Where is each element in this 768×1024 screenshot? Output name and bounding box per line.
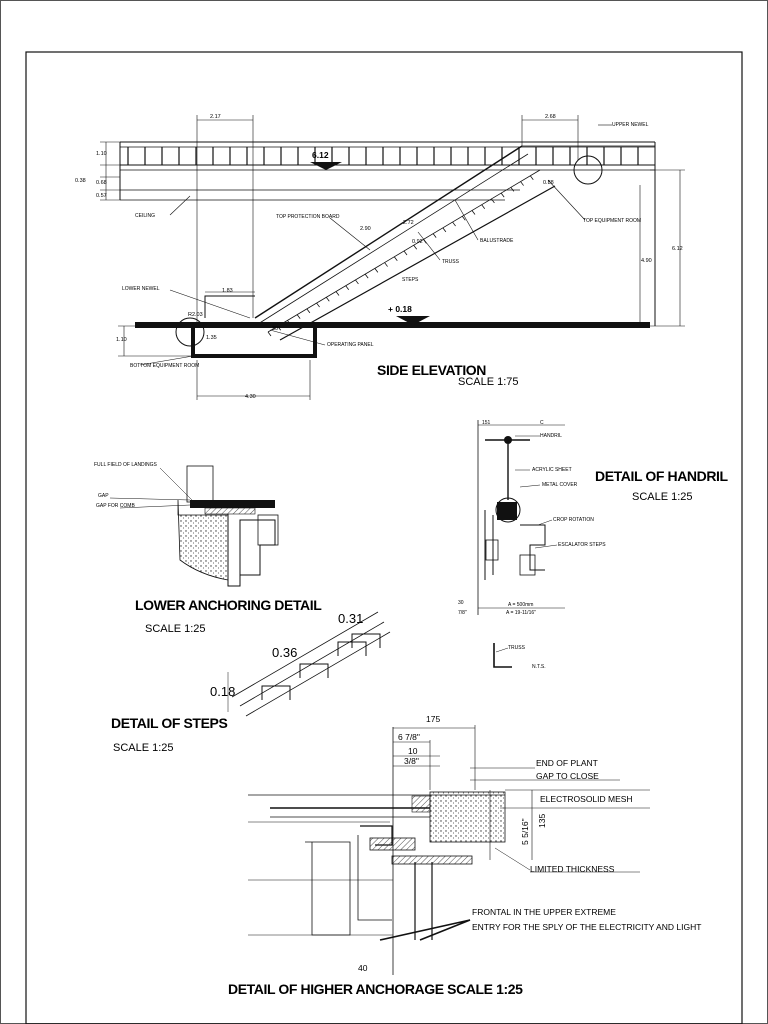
- dim-handrail-top-a: 151: [482, 420, 491, 426]
- label-top-equipment: TOP EQUIPMENT ROOM: [583, 218, 641, 224]
- label-balustrade: BALUSTRADE: [480, 238, 514, 244]
- dim-tread: 0.36: [272, 645, 297, 660]
- label-frontal: FRONTAL IN THE UPPER EXTREME: [472, 907, 616, 917]
- upper-level: 6.12: [312, 150, 329, 160]
- dim-d3: 0.92: [412, 239, 423, 245]
- dim-riser: 0.18: [210, 684, 235, 699]
- label-handrail-truss: TRUSS: [508, 645, 526, 651]
- dim-top-right: 2.68: [545, 114, 556, 120]
- lower-anchoring-detail: FULL FIELD OF LANDINGS GAP GAP FOR COMB …: [94, 462, 323, 635]
- dim-d5: 1.83: [222, 288, 233, 294]
- label-handrail: HANDRIL: [540, 433, 562, 439]
- label-limited-thickness: LIMITED THICKNESS: [530, 864, 615, 874]
- label-bottom-equipment: BOTTOM EQUIPMENT ROOM: [130, 363, 199, 369]
- label-acrylic-sheet: ACRYLIC SHEET: [532, 467, 572, 473]
- label-entry: ENTRY FOR THE SPLY OF THE ELECTRICITY AN…: [472, 922, 701, 932]
- lower-anchoring-scale: SCALE 1:25: [145, 623, 206, 635]
- label-full-field: FULL FIELD OF LANDINGS: [94, 462, 158, 468]
- dim-rise: 6.12: [672, 246, 683, 252]
- label-top-protection: TOP PROTECTION BOARD: [276, 214, 340, 220]
- dim-pit: 1.10: [116, 337, 127, 343]
- dim-handrail-side-a: 30: [458, 600, 464, 606]
- dim-h3: 0.68: [96, 180, 107, 186]
- steps-detail: 0.31 0.36 0.18 DETAIL OF STEPS SCALE 1:2…: [111, 611, 391, 754]
- dim-handrail-bottom-b: A = 19-11/16": [506, 610, 536, 616]
- dim-handrail-side-b: 7/8": [458, 610, 467, 616]
- dim-d4: 0.88: [543, 180, 554, 186]
- label-crop-rotation: CROP ROTATION: [553, 517, 594, 523]
- label-metal-cover: METAL COVER: [542, 482, 578, 488]
- dim-d2: 2.72: [403, 220, 414, 226]
- label-gap-for-comb: GAP FOR COMB: [96, 503, 135, 509]
- steps-scale: SCALE 1:25: [113, 742, 174, 754]
- label-steps: STEPS: [402, 277, 419, 283]
- handrail-detail: 151 C HANDRIL ACRYLIC SHEET METAL COVER …: [458, 420, 729, 670]
- label-gap-to-close: GAP TO CLOSE: [536, 771, 599, 781]
- label-end-of-plant: END OF PLANT: [536, 758, 598, 768]
- side-elevation-title: SIDE ELEVATION: [377, 362, 486, 378]
- higher-anchorage-detail: 175 6 7/8" 10 3/8" 5 5/16" 135 40 END OF…: [228, 714, 701, 997]
- frame: [25, 51, 743, 1024]
- dim-rise2: 4.90: [641, 258, 652, 264]
- dim-handrail-top-b: C: [540, 420, 544, 426]
- dim-h2: 0.38: [75, 178, 86, 184]
- steps-title: DETAIL OF STEPS: [111, 715, 227, 731]
- dim-angle: 30°: [272, 326, 280, 332]
- label-operating-panel: OPERATING PANEL: [327, 342, 374, 348]
- side-elevation-scale: SCALE 1:75: [458, 376, 519, 388]
- dim-overall: 175: [426, 714, 440, 724]
- dim-tread-top: 0.31: [338, 611, 363, 626]
- dim-bottom: 4.30: [245, 394, 256, 400]
- label-ceiling: CEILING: [135, 213, 155, 219]
- dim-radius: R2.03: [188, 312, 203, 318]
- label-mesh: ELECTROSOLID MESH: [540, 794, 633, 804]
- dim-h4: 0.57: [96, 193, 107, 199]
- handrail-scale: SCALE 1:25: [632, 491, 693, 503]
- lower-anchoring-title: LOWER ANCHORING DETAIL: [135, 597, 322, 613]
- label-upper-newel: UPPER NEWEL: [612, 122, 649, 128]
- label-gap: GAP: [98, 493, 109, 499]
- dim-d: 5 5/16": [520, 818, 530, 845]
- dim-e: 135: [537, 814, 547, 828]
- dim-c: 3/8": [404, 756, 419, 766]
- label-lower-newel: LOWER NEWEL: [122, 286, 160, 292]
- dim-top-left: 2.17: [210, 114, 221, 120]
- dim-f: 40: [358, 963, 368, 973]
- dim-handrail-bottom-a: A = 500mm: [508, 602, 533, 608]
- label-truss: TRUSS: [442, 259, 460, 265]
- dim-b: 10: [408, 746, 418, 756]
- higher-anchorage-title: DETAIL OF HIGHER ANCHORAGE SCALE 1:25: [228, 981, 523, 997]
- dim-d1: 2.90: [360, 226, 371, 232]
- dim-d6: 1.35: [206, 335, 217, 341]
- side-elevation: 6.12 + 0.18: [75, 114, 685, 400]
- lower-level: + 0.18: [388, 304, 412, 314]
- label-nts: N.T.S.: [532, 664, 546, 670]
- dim-a: 6 7/8": [398, 732, 420, 742]
- dim-h1: 1.10: [96, 151, 107, 157]
- label-escalator-steps: ESCALATOR STEPS: [558, 542, 606, 548]
- handrail-title: DETAIL OF HANDRIL: [595, 468, 729, 484]
